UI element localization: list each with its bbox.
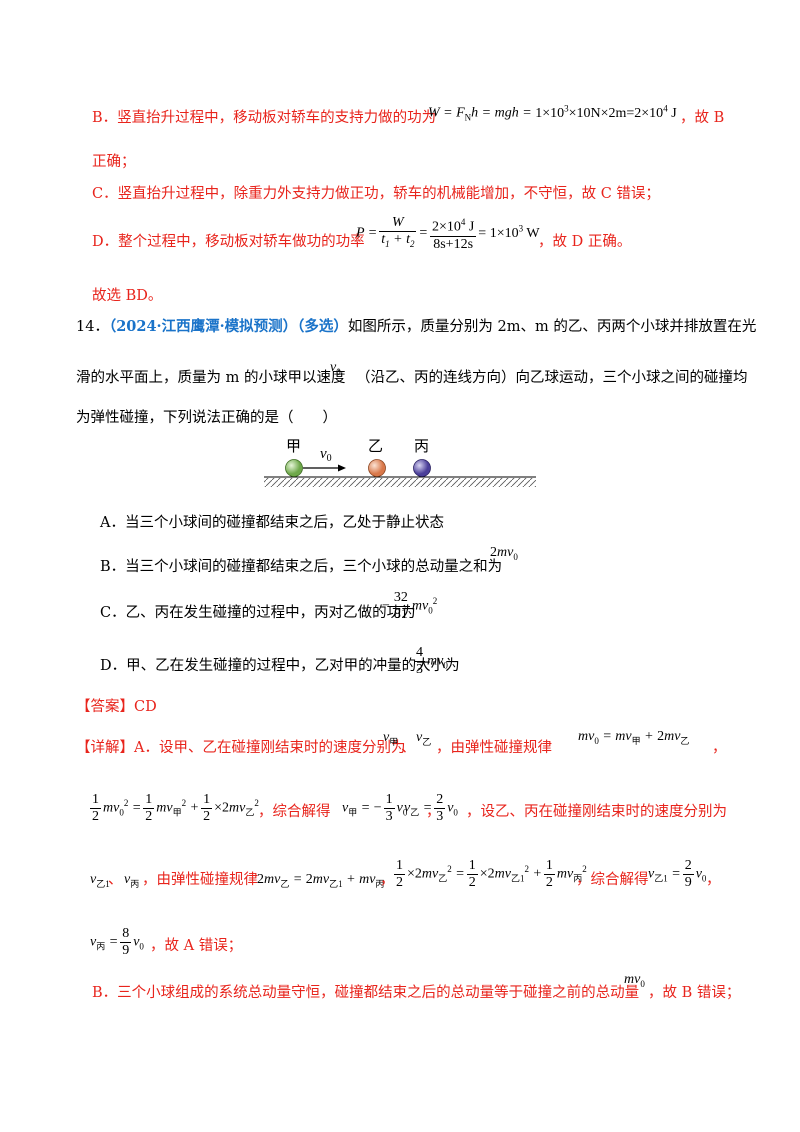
answer: 【答案】CD bbox=[76, 699, 157, 715]
q14-stem2a: 滑的水平面上，质量为 m 的小球甲以速度 bbox=[76, 370, 346, 386]
ground-hatch bbox=[264, 478, 536, 487]
detail-head: 【详解】A．设甲、乙在碰撞刚结束时的速度分别为 bbox=[76, 740, 406, 756]
q14-stem2b: （沿乙、丙的连线方向）向乙球运动，三个小球之间的碰撞均 bbox=[356, 370, 748, 386]
part-b-line: B．竖直抬升过程中，移动板对轿车的支持力做的功为 bbox=[92, 108, 436, 128]
expr-v-jia: v甲 bbox=[383, 730, 399, 747]
detail-comma4: ， bbox=[706, 872, 721, 888]
option-b-expr: 2mv0 bbox=[490, 545, 518, 562]
option-d: D．甲、乙在发生碰撞的过程中，乙对甲的冲量的大小为 bbox=[100, 658, 460, 674]
expr-v-yi1: v乙1 bbox=[90, 872, 110, 889]
q14-line1: 14．（2024·江西鹰潭·模拟预测）（多选）如图所示，质量分别为 2m、m 的… bbox=[76, 317, 756, 337]
expr-v-bing: v丙 bbox=[124, 872, 140, 889]
part-d-prefix: D．整个过程中，移动板对轿车做功的功率 bbox=[92, 234, 365, 250]
q14-v0: v0 bbox=[330, 360, 341, 377]
detail-comma3: ， bbox=[380, 872, 395, 888]
detail-t4: ，设乙、丙在碰撞刚结束时的速度分别为 bbox=[466, 804, 727, 820]
label-yi: 乙 bbox=[368, 437, 383, 455]
detail-b-suffix: ，故 B 错误； bbox=[648, 985, 741, 1001]
part-c-line: C．竖直抬升过程中，除重力外支持力做正功，轿车的机械能增加，不守恒，故 C 错误… bbox=[92, 186, 660, 202]
detail-t1: 、 bbox=[401, 740, 416, 756]
collision-figure: 甲 乙 丙 v0 bbox=[264, 437, 536, 487]
expr-v-yi: v乙 bbox=[416, 730, 432, 747]
detail-t8: ，故 A 错误； bbox=[150, 938, 243, 954]
arrow-head-icon bbox=[338, 464, 346, 472]
q14-stem1: 如图所示，质量分别为 2m、m 的乙、丙两个小球并排放置在光 bbox=[347, 319, 757, 335]
expr-momentum-1: mv0 = mv甲 + 2mv乙 bbox=[578, 729, 690, 746]
part-d-suffix: ，故 D 正确。 bbox=[538, 234, 632, 250]
detail-t7: ，综合解得 bbox=[576, 872, 649, 888]
part-b-cont: 正确； bbox=[92, 154, 136, 170]
expr-momentum-2: 2mv乙 = 2mv乙1 + mv丙 bbox=[257, 872, 385, 889]
label-v0: v0 bbox=[320, 446, 332, 464]
label-jia: 甲 bbox=[286, 437, 301, 455]
detail-t2: ，由弹性碰撞规律 bbox=[436, 740, 552, 756]
detail-t6: ，由弹性碰撞规律 bbox=[142, 872, 258, 888]
option-b: B．当三个小球间的碰撞都结束之后，三个小球的总动量之和为 bbox=[100, 559, 503, 575]
label-bing: 丙 bbox=[414, 437, 429, 455]
q14-stem3: 为弹性碰撞，下列说法正确的是（ ） bbox=[76, 410, 337, 426]
part-b-formula: W = FNh = mgh = 1×103×10N×2m=2×104 J bbox=[428, 103, 677, 123]
ball-yi bbox=[368, 459, 386, 477]
detail-t5: 、 bbox=[108, 872, 123, 888]
detail-b-prefix: B．三个小球组成的系统总动量守恒，碰撞都结束之后的总动量等于碰撞之前的总动量 bbox=[92, 985, 640, 1001]
q14-number: 14． bbox=[76, 319, 109, 335]
part-b-prefix: B．竖直抬升过程中，移动板对轿车的支持力做的功为 bbox=[92, 110, 437, 126]
ball-bing bbox=[413, 459, 431, 477]
choose-prev: 故选 BD。 bbox=[92, 288, 163, 304]
option-a: A．当三个小球间的碰撞都结束之后，乙处于静止状态 bbox=[100, 515, 444, 531]
part-b-suffix: ，故 B bbox=[680, 110, 725, 126]
ball-jia bbox=[285, 459, 303, 477]
option-c: C．乙、丙在发生碰撞的过程中，丙对乙做的功为 bbox=[100, 605, 416, 621]
q14-source: （2024·江西鹰潭·模拟预测）（多选） bbox=[108, 318, 348, 335]
detail-comma1: ， bbox=[712, 740, 727, 756]
detail-t3: ，综合解得 bbox=[258, 804, 331, 820]
expr-mv0: mv0 bbox=[624, 972, 645, 989]
